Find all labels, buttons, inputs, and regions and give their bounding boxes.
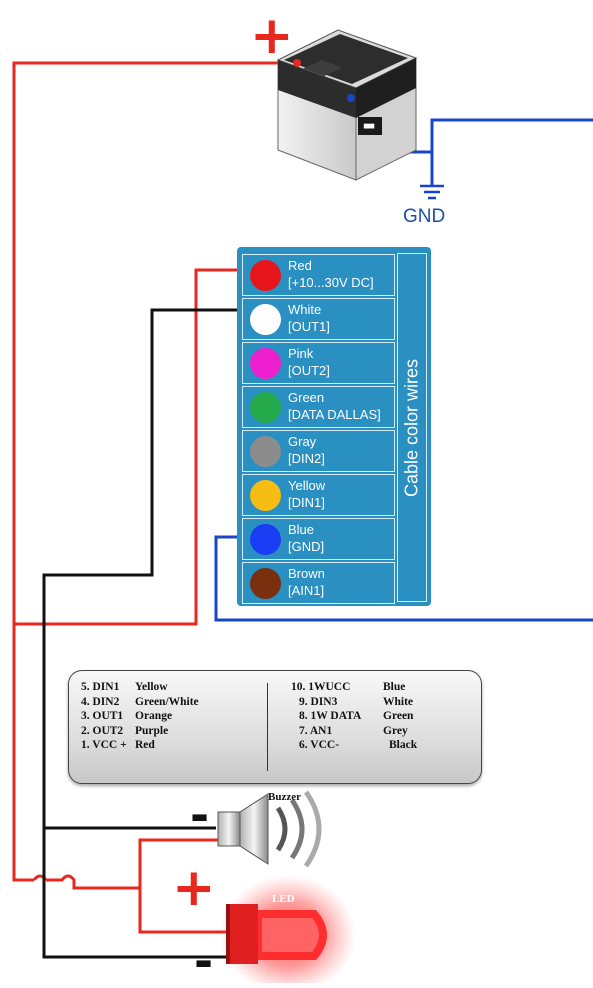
pin-color: Black [389, 739, 418, 752]
wire-name: Green [288, 390, 325, 405]
battery [276, 29, 418, 181]
buzzer-label: Buzzer [268, 791, 301, 803]
wire-row: Gray [DIN2] [242, 430, 395, 472]
cable-title-box: Cable color wires [397, 253, 427, 602]
pinout-row: 4. DIN2 Green/White [81, 696, 199, 711]
pinout-row: 5. DIN1 Yellow [81, 681, 199, 696]
pin-label: 5. DIN1 [81, 681, 120, 693]
pinout-row: 2. OUT2 Purple [81, 725, 199, 740]
ground-symbol [420, 184, 444, 200]
pin-color: Red [135, 739, 155, 752]
led-bulb-icon [220, 875, 356, 983]
wire-row: Pink [OUT2] [242, 342, 395, 384]
pin-label: 7. AN1 [299, 724, 333, 737]
wire-name: Gray [288, 434, 317, 449]
wire-name: Red [288, 258, 312, 273]
buzzer-speaker-icon [217, 790, 322, 868]
wire-color-dot [250, 304, 281, 335]
wire-signal: [OUT1] [288, 319, 330, 334]
led-minus-sign: - [194, 934, 214, 988]
wire-name: Blue [288, 522, 315, 537]
battery-plus-sign: + [250, 6, 294, 66]
wire-row: Blue [GND] [242, 518, 395, 560]
pin-label: 10. 1WUCC [291, 681, 351, 693]
pin-color: Orange [135, 710, 173, 723]
wire-color-dot [250, 568, 281, 599]
wire-row: Red [+10...30V DC] [242, 254, 395, 296]
pinout-left-column: 5. DIN1 Yellow 4. DIN2 Green/White 3. OUT1… [81, 681, 199, 754]
pinout-row: 9. DIN3 White [291, 696, 417, 711]
pinout-right-column: 10. 1WUCC Blue 9. DIN3 White 8. 1W DATA Gre… [291, 681, 417, 754]
pin-label: 9. DIN3 [299, 695, 338, 708]
battery-minus-sign: - [362, 105, 377, 145]
led-plus-sign: + [172, 858, 216, 918]
wire-signal: [DATA DALLAS] [288, 407, 381, 422]
wire-signal: [GND] [288, 539, 325, 554]
wire-signal: [AIN1] [288, 583, 325, 598]
pin-color: Green [383, 710, 414, 723]
pinout-row: 8. 1W DATA Green [291, 710, 417, 725]
wire-color-dot [250, 348, 281, 379]
pin-label: 3. OUT1 [81, 710, 124, 723]
wire-color-dot [250, 480, 281, 511]
wire-color-dot [250, 392, 281, 423]
red-wire [12, 61, 297, 934]
pin-color: White [383, 695, 414, 708]
wire-row: Yellow [DIN1] [242, 474, 395, 516]
pinout-row: 1. VCC + Red [81, 739, 199, 754]
wire-color-dot [250, 436, 281, 467]
cable-color-panel: Red [+10...30V DC] White [OUT1] Pink [OUT2]… [237, 247, 431, 606]
led-label: LED [272, 893, 295, 905]
wire-signal: [DIN2] [288, 451, 325, 466]
pin-label: 2. OUT2 [81, 724, 124, 737]
wire-name: Brown [288, 566, 325, 581]
pin-label: 8. 1W DATA [299, 710, 362, 723]
battery-positive-terminal [293, 59, 301, 67]
battery-negative-terminal [347, 94, 355, 102]
pin-color: Green/White [135, 695, 199, 708]
pin-color: Yellow [135, 681, 168, 693]
pinout-row: 10. 1WUCC Blue [291, 681, 417, 696]
pin-color: Grey [383, 724, 408, 737]
cable-panel-title: Cable color wires [401, 358, 422, 497]
pinout-row: 7. AN1 Grey [291, 725, 417, 740]
pin-label: 6. VCC- [299, 739, 340, 752]
pinout-row: 3. OUT1 Orange [81, 710, 199, 725]
wire-color-dot [250, 524, 281, 555]
pin-label: 4. DIN2 [81, 695, 120, 708]
wire-signal: [OUT2] [288, 363, 330, 378]
wire-signal: [+10...30V DC] [288, 275, 374, 290]
pin-color: Blue [383, 681, 406, 693]
wire-row: Brown [AIN1] [242, 562, 395, 604]
wire-color-dot [250, 260, 281, 291]
pinout-row: 6. VCC- Black [291, 739, 417, 754]
gnd-label: GND [403, 206, 446, 227]
buzzer-minus-sign: - [190, 788, 210, 842]
black-wire [42, 308, 247, 959]
wire-name: Yellow [288, 478, 326, 493]
wire-row: Green [DATA DALLAS] [242, 386, 395, 428]
wire-signal: [DIN1] [288, 495, 325, 510]
wire-name: Pink [288, 346, 314, 361]
pin-label: 1. VCC + [81, 739, 127, 752]
pin-color: Purple [135, 724, 169, 737]
wire-name: White [288, 302, 322, 317]
pinout-legend: 5. DIN1 Yellow 4. DIN2 Green/White 3. OUT1… [68, 670, 482, 784]
wire-row: White [OUT1] [242, 298, 395, 340]
pinout-divider [267, 683, 268, 771]
